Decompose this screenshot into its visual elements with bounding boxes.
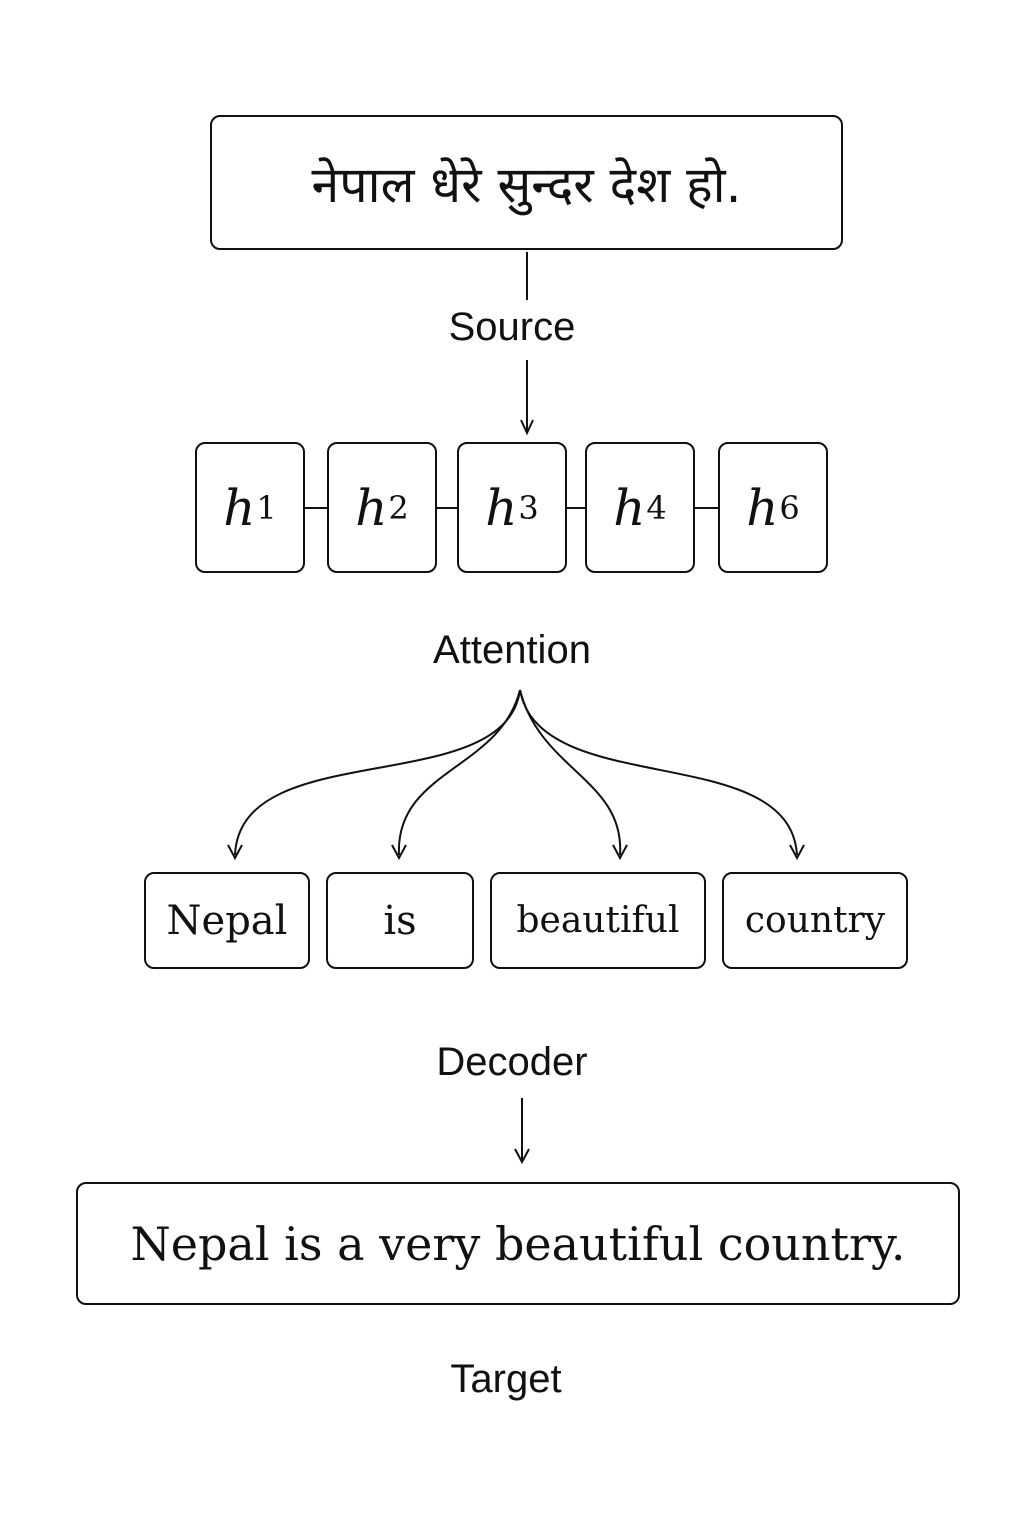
decoder-word-text: is — [383, 897, 417, 944]
encoder-state-index: 3 — [518, 488, 539, 527]
target-sentence-text: Nepal is a very beautiful country. — [130, 1216, 906, 1271]
decoder-word-is: is — [326, 872, 474, 969]
target-sentence-box: Nepal is a very beautiful country. — [76, 1182, 960, 1305]
encoder-state-index: 1 — [256, 488, 277, 527]
source-label: Source — [448, 305, 576, 349]
attention-curve-beautiful — [519, 689, 622, 856]
encoder-state-index: 6 — [779, 488, 800, 527]
attention-curve-is — [397, 689, 521, 856]
decoder-word-text: beautiful — [516, 900, 680, 941]
encoder-state-index: 2 — [388, 488, 409, 527]
source-sentence-box: नेपाल धेरे सुन्दर देश हो. — [210, 115, 843, 250]
encoder-state-symbol: h — [355, 478, 388, 537]
decoder-word-country: country — [722, 872, 908, 969]
attention-curve-nepal — [234, 689, 521, 856]
encoder-state-symbol: h — [485, 478, 518, 537]
decoder-word-text: Nepal — [166, 897, 288, 944]
encoder-state-symbol: h — [746, 478, 779, 537]
attention-curve-country — [519, 689, 798, 856]
target-label: Target — [450, 1357, 562, 1401]
attention-arrowhead-nepal — [227, 844, 243, 861]
encoder-state-symbol: h — [223, 478, 256, 537]
source-sentence-text: नेपाल धेरे सुन्दर देश हो. — [311, 155, 742, 214]
decoder-label: Decoder — [436, 1040, 588, 1084]
decoder-word-nepal: Nepal — [144, 872, 310, 969]
decoder-word-beautiful: beautiful — [490, 872, 706, 969]
attention-label: Attention — [433, 628, 591, 672]
attention-arrowhead-beautiful — [612, 844, 628, 861]
decoder-arrowhead — [514, 1148, 530, 1165]
attention-arrowhead-country — [789, 844, 805, 861]
encoder-state-symbol: h — [613, 478, 646, 537]
encoder-state-index: 4 — [646, 488, 667, 527]
decoder-word-text: country — [744, 900, 886, 941]
source-arrowhead — [520, 419, 534, 436]
attention-arrowhead-is — [391, 844, 407, 861]
